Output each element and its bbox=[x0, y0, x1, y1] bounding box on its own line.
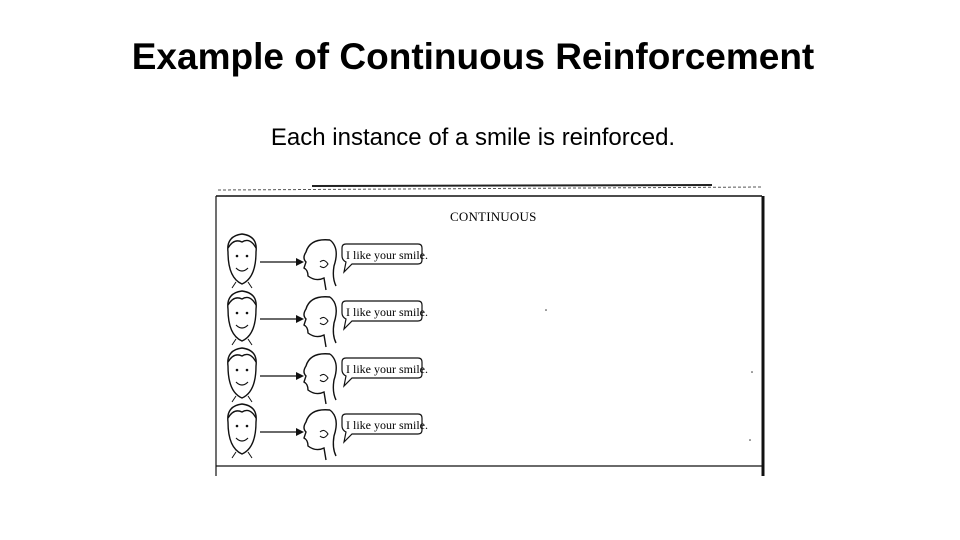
adult-profile-icon bbox=[304, 354, 336, 404]
figure-frame bbox=[212, 182, 772, 480]
smiling-child-icon bbox=[228, 234, 256, 288]
smiling-child-icon bbox=[228, 348, 256, 402]
speech-bubble-text: I like your smile. bbox=[346, 418, 428, 433]
arrow-icon bbox=[260, 372, 304, 380]
arrow-icon bbox=[260, 315, 304, 323]
adult-profile-icon bbox=[304, 410, 336, 460]
arrow-icon bbox=[260, 258, 304, 266]
continuous-reinforcement-figure: CONTINUOUS I like your smile. I like you… bbox=[212, 182, 772, 480]
smiling-child-icon bbox=[228, 404, 256, 458]
arrow-icon bbox=[260, 428, 304, 436]
adult-profile-icon bbox=[304, 297, 336, 347]
slide-title: Example of Continuous Reinforcement bbox=[0, 36, 946, 78]
figure-heading: CONTINUOUS bbox=[450, 209, 537, 225]
adult-profile-icon bbox=[304, 240, 336, 290]
smiling-child-icon bbox=[228, 291, 256, 345]
slide-subtitle: Each instance of a smile is reinforced. bbox=[0, 124, 946, 152]
speech-bubble-text: I like your smile. bbox=[346, 305, 428, 320]
speech-bubble-text: I like your smile. bbox=[346, 248, 428, 263]
speech-bubble-text: I like your smile. bbox=[346, 362, 428, 377]
